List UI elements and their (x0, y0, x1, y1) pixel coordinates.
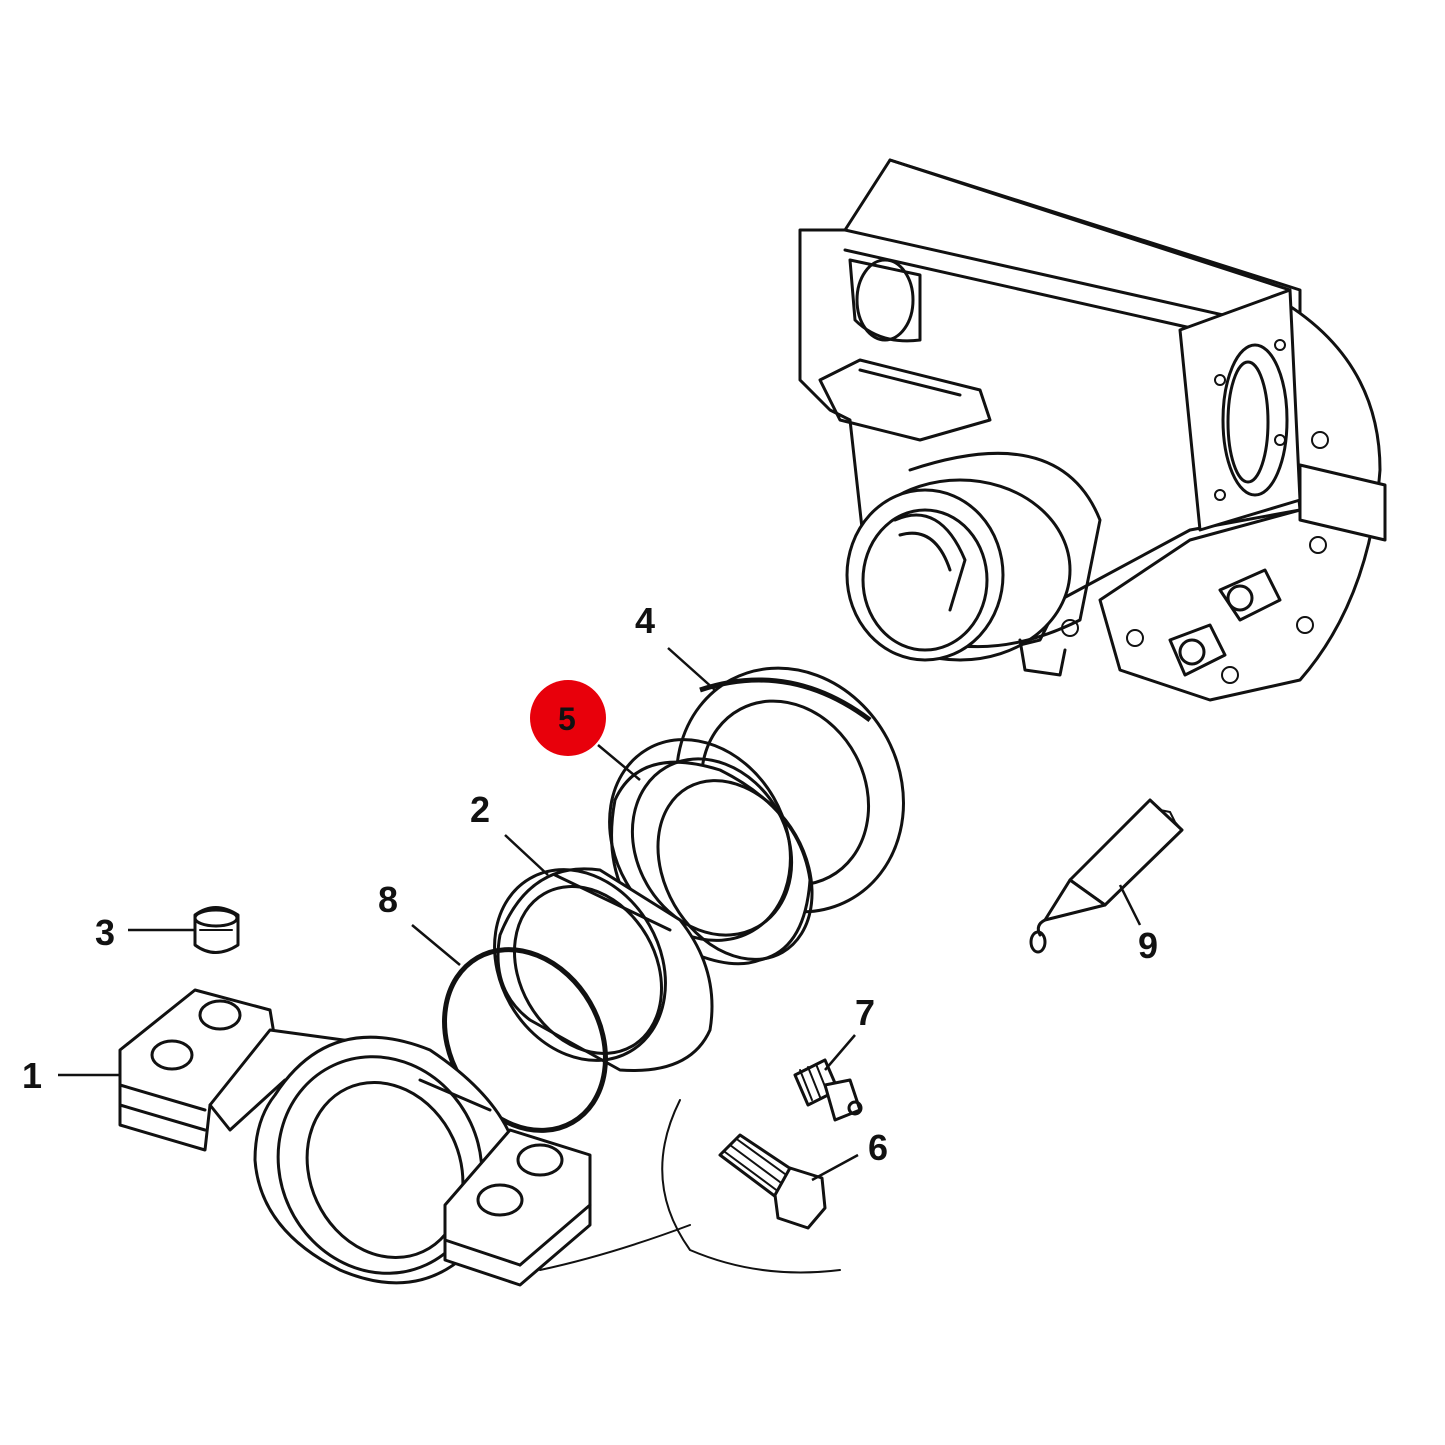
callout-3: 3 (95, 912, 115, 953)
callout-9: 9 (1138, 925, 1158, 966)
callout-2: 2 (470, 789, 490, 830)
callout-8: 8 (378, 879, 398, 920)
part-7-bolt (793, 1058, 863, 1122)
part-1-clamp (118, 988, 592, 1287)
callout-4: 4 (635, 600, 655, 641)
callout-6: 6 (868, 1127, 888, 1168)
part-2-sleeve (493, 867, 714, 1072)
leader-lines (58, 647, 1142, 1182)
callout-1: 1 (22, 1055, 42, 1096)
part-9-tube (1029, 798, 1184, 954)
callout-5: 5 (558, 701, 576, 737)
housing (798, 158, 1387, 702)
part-6-bolt (718, 1133, 827, 1230)
part-3-nut (193, 906, 240, 954)
callout-7: 7 (855, 992, 875, 1033)
detail-connector (539, 1224, 691, 1271)
callout-5-highlight (530, 680, 606, 756)
detail-arc (661, 1099, 841, 1274)
